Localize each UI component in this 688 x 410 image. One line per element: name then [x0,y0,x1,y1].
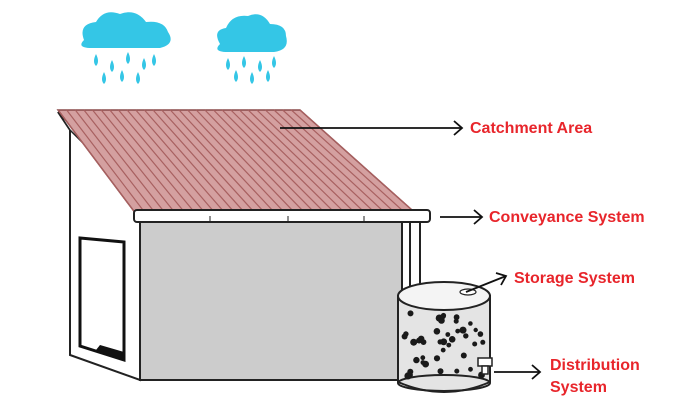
arrow-right-icon [440,209,484,225]
arrow-right-icon [465,272,508,293]
door [78,236,126,363]
label-storage-system: Storage System [514,270,635,287]
storage-tank [397,281,491,393]
raindrop-icon [136,72,140,84]
label-distribution-line1: Distribution [550,357,640,374]
raindrop-icon [242,56,246,68]
raindrop-icon [258,60,262,72]
label-distribution-line2: System [550,379,607,396]
cloud-icon [81,12,171,48]
raindrop-icon [226,58,230,70]
arrow-right-icon [494,364,542,380]
raindrop-icon [126,52,130,64]
label-conveyance-system: Conveyance System [489,209,645,226]
cloud-icon [217,14,287,52]
raindrop-icon [102,72,106,84]
raindrop-icon [94,54,98,66]
label-catchment-area: Catchment Area [470,120,593,137]
arrow-right-icon [280,120,464,136]
raindrop-icon [272,56,276,68]
raindrop-icon [234,70,238,82]
raindrop-icon [120,70,124,82]
raindrop-icon [110,60,114,72]
house-front-wall [139,221,403,381]
raindrops [94,52,276,84]
raindrop-icon [266,70,270,82]
roof-catchment [56,109,414,215]
raindrop-icon [152,54,156,66]
tap [477,357,493,375]
gutter-conveyance [133,209,431,223]
label-distribution-system: Distribution System [550,355,640,399]
raindrop-icon [142,58,146,70]
raindrop-icon [250,72,254,84]
downpipe [409,221,421,293]
